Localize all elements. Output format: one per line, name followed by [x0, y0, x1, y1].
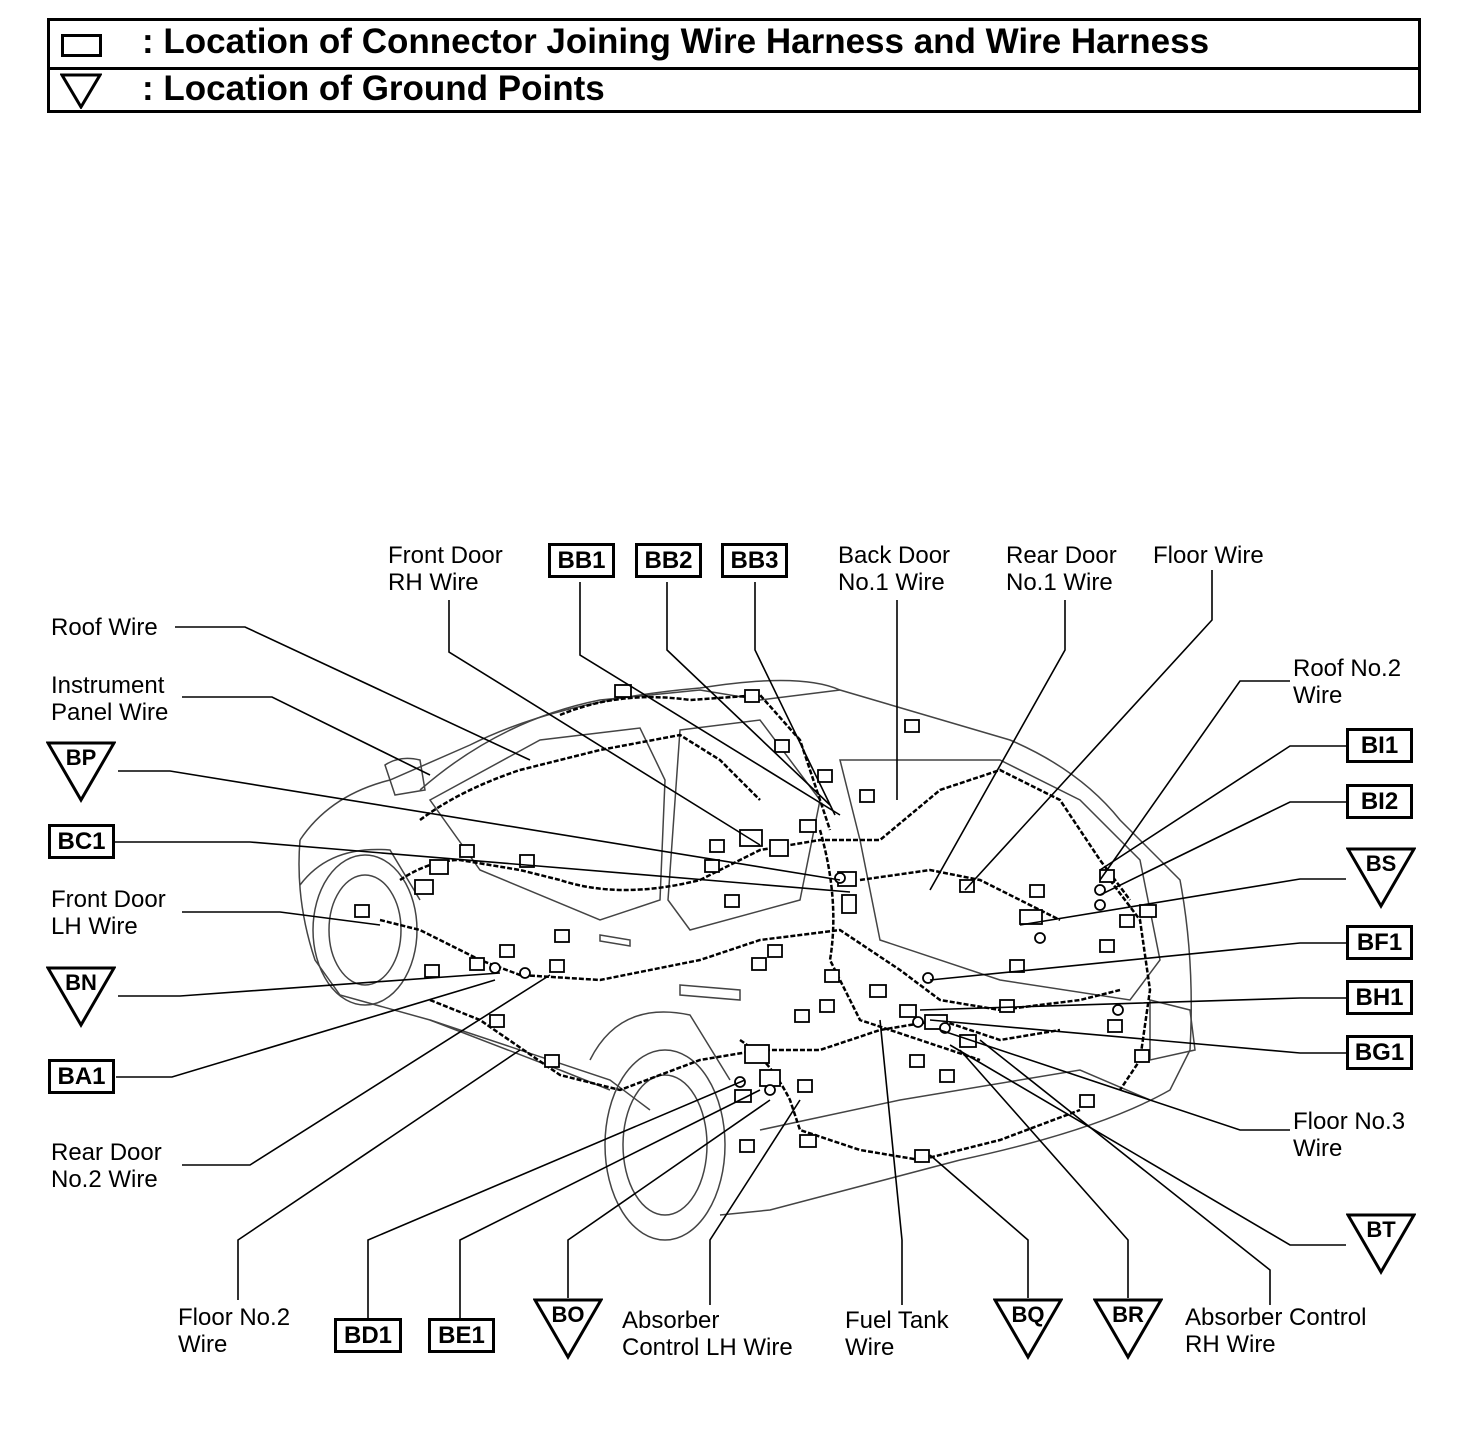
connector-bi2: BI2: [1346, 784, 1413, 819]
label-absorber-control-lh-wire: Absorber Control LH Wire: [622, 1307, 793, 1361]
ground-triangle-icon: [533, 1298, 603, 1360]
label-floor-no3-wire: Floor No.3 Wire: [1293, 1108, 1406, 1162]
connector-bf1: BF1: [1346, 925, 1413, 960]
connector-bb2: BB2: [635, 543, 702, 578]
label-fuel-tank-wire: Fuel Tank Wire: [845, 1307, 949, 1361]
ground-triangle-icon: [1346, 847, 1416, 909]
label-rear-door-no1-wire: Rear Door No.1 Wire: [1006, 542, 1117, 596]
connector-bh1: BH1: [1346, 980, 1413, 1015]
ground-bp-label: BP: [65, 745, 97, 770]
ground-br-label: BR: [1112, 1302, 1144, 1327]
label-absorber-control-rh-wire: Absorber Control RH Wire: [1185, 1304, 1367, 1358]
legend-row-ground: : Location of Ground Points: [50, 67, 1418, 113]
ground-bs: BS: [1346, 847, 1416, 909]
ground-triangle-icon: [1093, 1298, 1163, 1360]
ground-triangle-icon: [1346, 1213, 1416, 1275]
ground-bn: BN: [46, 966, 116, 1028]
label-roof-wire: Roof Wire: [51, 614, 158, 641]
ground-triangle-icon: [60, 73, 102, 109]
ground-bq: BQ: [993, 1298, 1063, 1360]
ground-triangle-icon: [46, 966, 116, 1028]
legend-box: : Location of Connector Joining Wire Har…: [47, 18, 1421, 113]
vehicle-outline: [298, 679, 1196, 1241]
connector-blocks: [354, 684, 1157, 1163]
label-roof-no2-wire: Roof No.2 Wire: [1293, 655, 1402, 709]
label-rear-door-no2-wire: Rear Door No.2 Wire: [51, 1139, 162, 1193]
connector-bd1: BD1: [334, 1318, 402, 1353]
ground-br: BR: [1093, 1298, 1163, 1360]
ground-bt-label: BT: [1366, 1217, 1396, 1242]
label-front-door-rh-wire: Front Door RH Wire: [388, 542, 503, 596]
ground-bn-label: BN: [65, 970, 97, 995]
connector-ba1: BA1: [48, 1059, 115, 1094]
label-back-door-no1-wire: Back Door No.1 Wire: [838, 542, 951, 596]
label-front-door-lh-wire: Front Door LH Wire: [51, 886, 166, 940]
label-floor-no2-wire: Floor No.2 Wire: [178, 1304, 291, 1358]
connector-bc1: BC1: [48, 824, 115, 859]
label-floor-wire: Floor Wire: [1153, 542, 1264, 569]
ground-bt: BT: [1346, 1213, 1416, 1275]
ground-triangle-icon: [993, 1298, 1063, 1360]
ground-bo: BO: [533, 1298, 603, 1360]
connector-box-icon: [61, 34, 102, 57]
connector-be1: BE1: [428, 1318, 495, 1353]
connector-bg1: BG1: [1346, 1035, 1413, 1070]
connector-bi1: BI1: [1346, 728, 1413, 763]
ground-bs-label: BS: [1365, 851, 1397, 876]
ground-bp: BP: [46, 741, 116, 803]
connector-bb3: BB3: [721, 543, 788, 578]
legend-connector-text: : Location of Connector Joining Wire Har…: [142, 22, 1210, 61]
connector-bb1: BB1: [548, 543, 615, 578]
ground-bq-label: BQ: [1011, 1302, 1045, 1327]
legend-ground-text: : Location of Ground Points: [142, 69, 605, 108]
leader-lines: [115, 570, 1346, 1318]
ground-triangle-icon: [46, 741, 116, 803]
legend-row-connector: : Location of Connector Joining Wire Har…: [50, 21, 1418, 70]
label-instrument-panel-wire: Instrument Panel Wire: [51, 672, 169, 726]
ground-bo-label: BO: [551, 1302, 585, 1327]
